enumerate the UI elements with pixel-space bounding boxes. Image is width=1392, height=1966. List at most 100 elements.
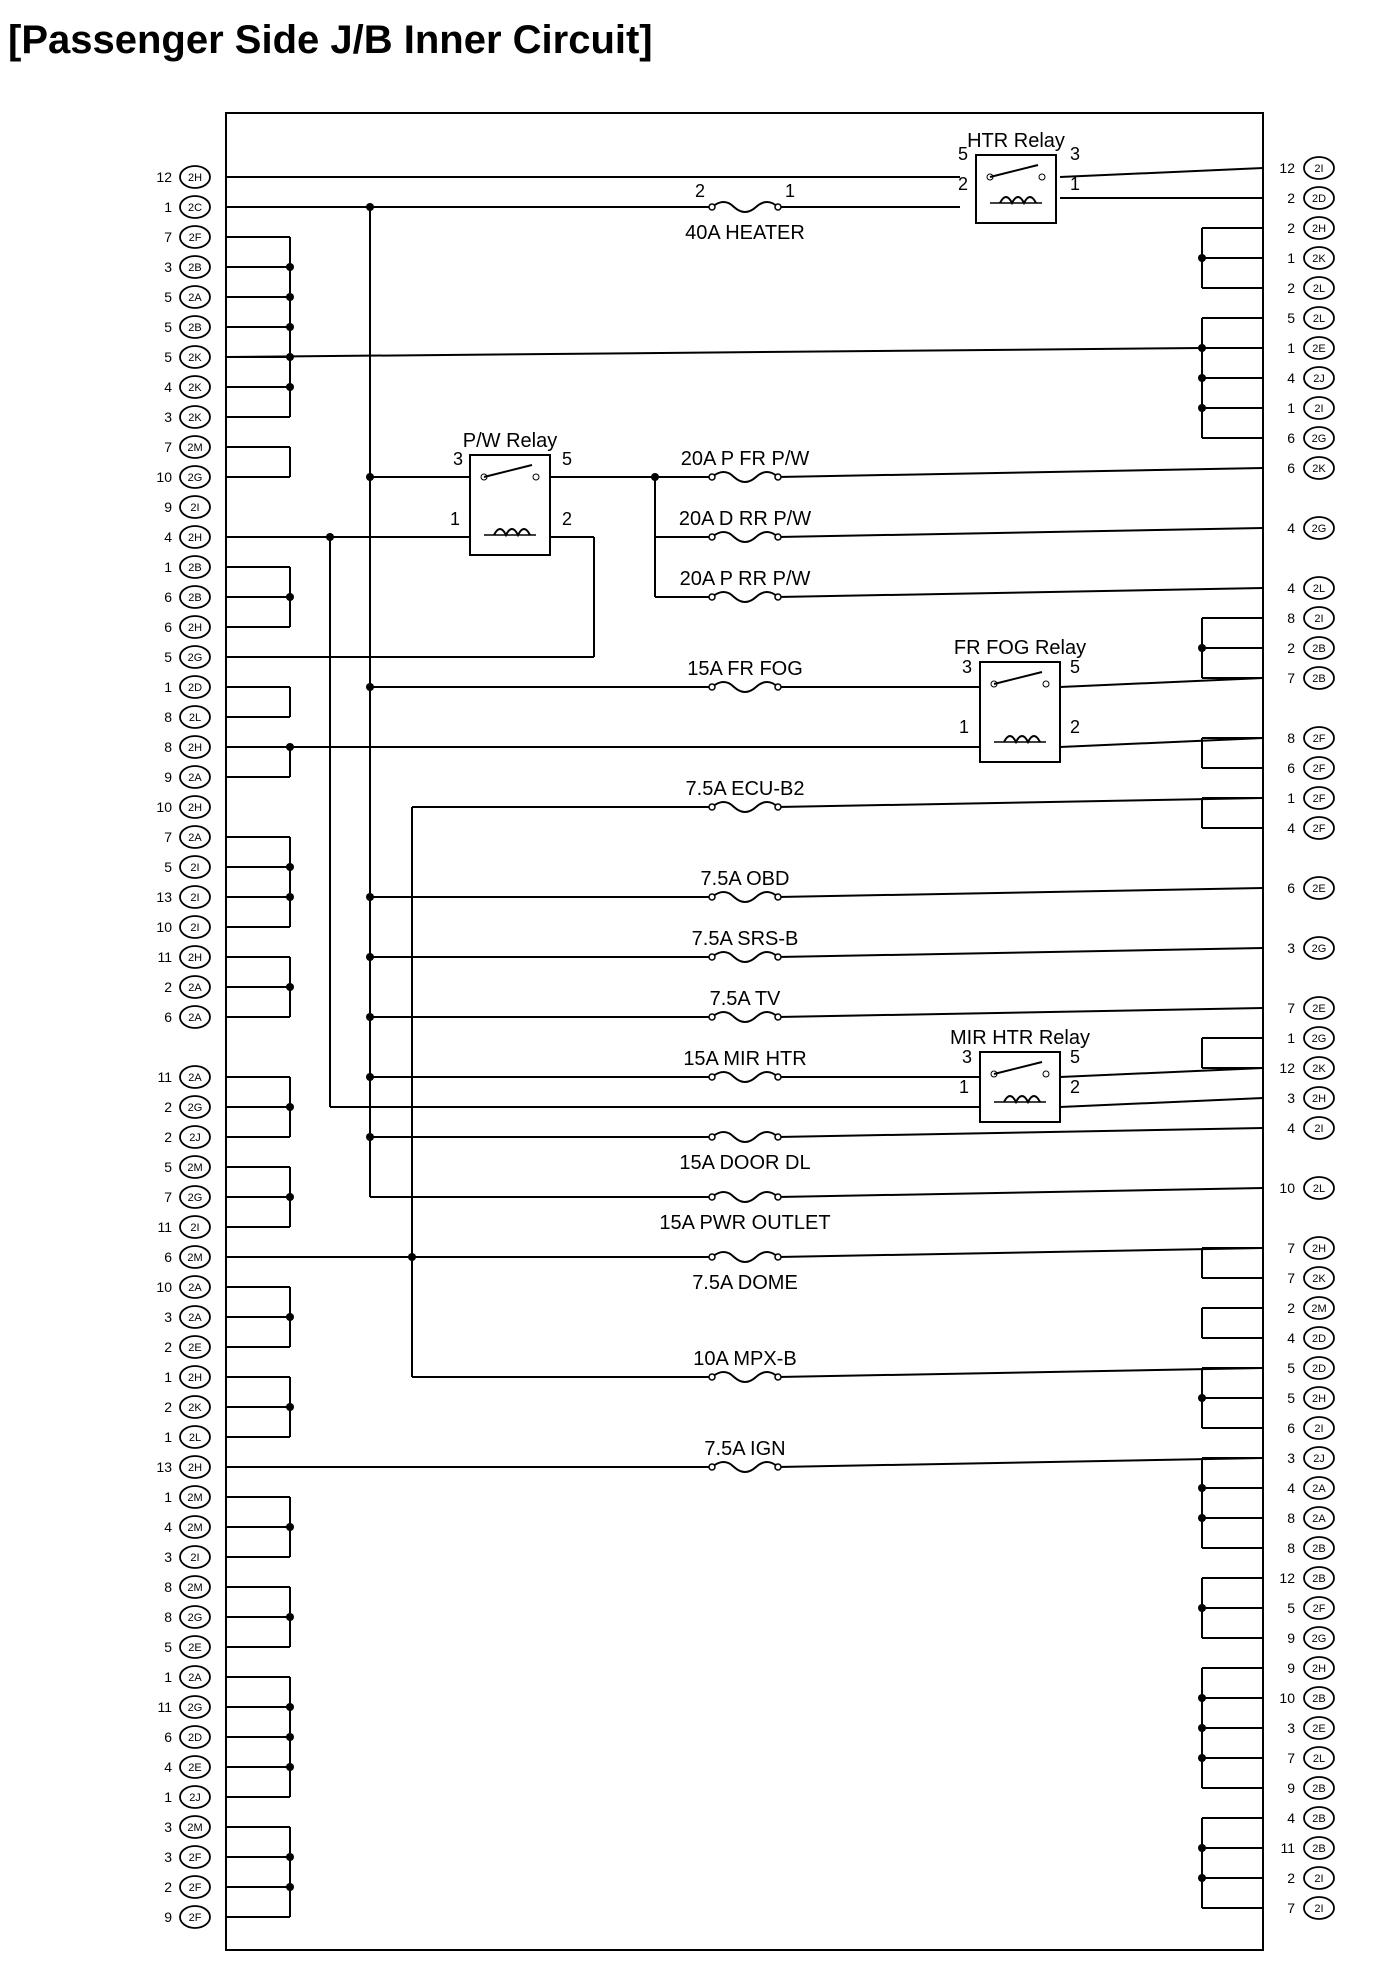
connector-pin-number: 2 (164, 979, 172, 995)
connector-oval (179, 1365, 211, 1389)
connector-pin-number: 4 (1287, 580, 1295, 596)
connector-code: 2I (1314, 1903, 1323, 1915)
fuse-srs-b-label: 7.5A SRS-B (692, 928, 799, 950)
connector-code: 2G (1312, 523, 1327, 535)
connector-pin-number: 8 (164, 1609, 172, 1625)
connector-oval (179, 1695, 211, 1719)
junction-dot (286, 1883, 294, 1891)
connector-code: 2E (1312, 1003, 1325, 1015)
connector-oval (179, 315, 211, 339)
connector-oval (179, 435, 211, 459)
connector-pin-number: 5 (1287, 1390, 1295, 1406)
junction-dot (1198, 1844, 1206, 1852)
relay-pin-number: 1 (959, 1077, 969, 1097)
connector-code: 2F (189, 1852, 202, 1864)
connector-oval (179, 705, 211, 729)
junction-dot (1198, 1514, 1206, 1522)
fuse-p-rr-pw: 20A P RR P/W (680, 568, 811, 603)
junction-dot (286, 1703, 294, 1711)
connector-oval (1303, 1356, 1335, 1380)
fuse-pwr-outlet-label: 15A PWR OUTLET (659, 1212, 830, 1234)
fuse-ign-label: 7.5A IGN (704, 1438, 785, 1460)
connector-code: 2M (187, 1252, 202, 1264)
connector-pin-number: 4 (1287, 820, 1295, 836)
connector-pin-number: 4 (1287, 1120, 1295, 1136)
connector-pin-number: 8 (1287, 610, 1295, 626)
connector-oval (179, 825, 211, 849)
connector-pin-number: 1 (1287, 340, 1295, 356)
connector-code: 2G (188, 472, 203, 484)
connector-oval (1303, 1746, 1335, 1770)
connector-pin-number: 3 (1287, 1720, 1295, 1736)
connector-oval (179, 465, 211, 489)
connector-oval (179, 795, 211, 819)
connector-code: 2M (187, 1822, 202, 1834)
junction-dot (1198, 344, 1206, 352)
connector-oval (179, 915, 211, 939)
relay-pin-number: 2 (562, 509, 572, 529)
connector-pin-number: 9 (164, 769, 172, 785)
connector-code: 2B (188, 322, 201, 334)
relay-pin-number: 5 (1070, 657, 1080, 677)
connector-oval (1303, 1866, 1335, 1890)
connector-oval (1303, 1806, 1335, 1830)
connector-oval (179, 1665, 211, 1689)
connector-oval (1303, 1326, 1335, 1350)
connector-pin-number: 1 (1287, 790, 1295, 806)
connector-code: 2A (1312, 1513, 1326, 1525)
connector-pin-number: 1 (1287, 250, 1295, 266)
connector-code: 2M (187, 1582, 202, 1594)
connector-code: 2G (1312, 433, 1327, 445)
connector-code: 2K (1312, 1273, 1326, 1285)
connector-oval (179, 1185, 211, 1209)
connector-pin-number: 11 (157, 1219, 172, 1235)
junction-dot (286, 1853, 294, 1861)
connector-code: 2I (190, 862, 199, 874)
connector-oval (1303, 666, 1335, 690)
connector-oval (179, 645, 211, 669)
connector-code: 2J (1313, 1453, 1325, 1465)
junction-dot (1198, 1694, 1206, 1702)
junction-dot (286, 1103, 294, 1111)
connector-pin-number: 7 (164, 439, 172, 455)
connector-oval (179, 405, 211, 429)
junction-dot (1198, 1754, 1206, 1762)
connector-code: 2K (1312, 463, 1326, 475)
mir-htr-relay-label: MIR HTR Relay (950, 1027, 1090, 1049)
connector-code: 2B (1312, 1543, 1325, 1555)
connector-oval (179, 1485, 211, 1509)
relay-pin-number: 3 (962, 657, 972, 677)
connector-oval (179, 1395, 211, 1419)
connector-oval (179, 255, 211, 279)
connector-oval (1303, 306, 1335, 330)
connector-code: 2E (188, 1642, 201, 1654)
connector-code: 2L (1313, 1753, 1325, 1765)
connector-code: 2B (1312, 643, 1325, 655)
connector-oval (179, 1335, 211, 1359)
connector-pin-number: 2 (1287, 1300, 1295, 1316)
connector-oval (179, 1215, 211, 1239)
connector-code: 2E (1312, 343, 1325, 355)
